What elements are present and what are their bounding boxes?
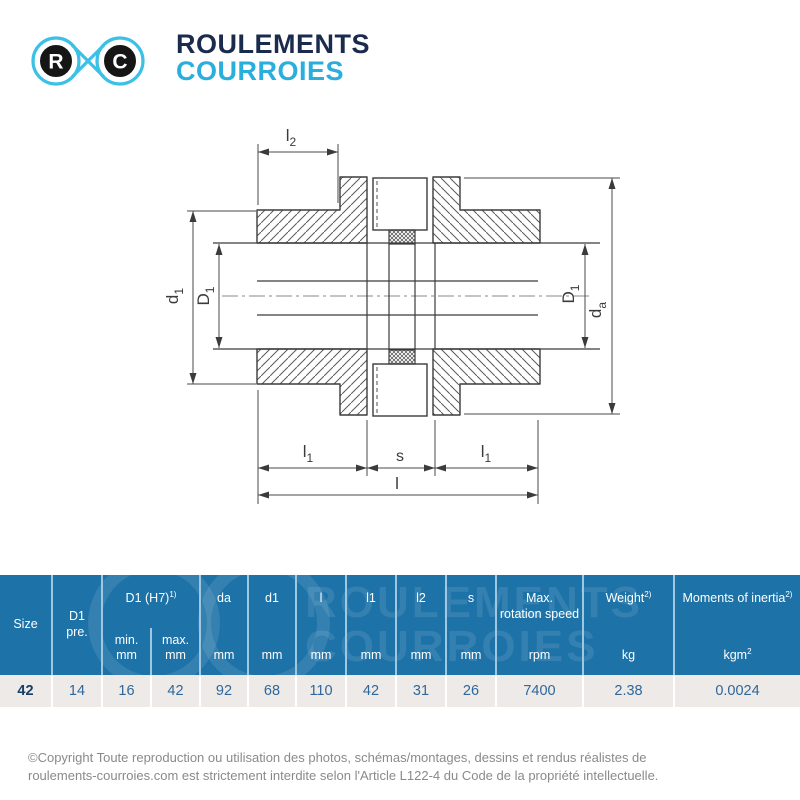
cell-min: 16	[101, 675, 150, 707]
rc-infinity-logo-icon: R C	[31, 36, 145, 86]
copyright-line1: ©Copyright Toute reproduction ou utilisa…	[28, 750, 647, 765]
col-header-d1-h7: D1 (H7)1)	[101, 575, 199, 628]
cell-size: 42	[17, 683, 34, 699]
cell-d1: 68	[247, 675, 295, 707]
logo-wordmark: ROULEMENTS COURROIES	[176, 31, 370, 85]
cell-l: 110	[295, 675, 345, 707]
copyright-line2: roulements-courroies.com est strictement…	[28, 768, 659, 783]
col-header-weight: Weight2) kg	[582, 575, 673, 675]
elastomer-inserts	[388, 229, 416, 365]
dim-label-D1-left: D1	[194, 286, 217, 305]
col-header-moments-of-inertia: Moments of inertia2) kgm2	[673, 575, 800, 675]
cell-rotation-speed: 7400	[495, 675, 582, 707]
cell-max: 42	[150, 675, 199, 707]
cell-moments-of-inertia: 0.0024	[673, 675, 800, 707]
coupling-section-drawing: l2 d1 D1 D1 da l1 s l1 l	[163, 126, 620, 504]
brand-logo: R C ROULEMENTS COURROIES	[22, 24, 370, 92]
dim-label-l1-right: l1	[481, 442, 492, 465]
col-header-max-rotation-speed: Max.rotation speed rpm	[495, 575, 582, 675]
spec-table-data-row: 42 14 16 42 92 68 110 42 31 26 7400 2.38…	[0, 675, 800, 707]
cell-s: 26	[445, 675, 495, 707]
logo-word-roulements: ROULEMENTS	[176, 29, 370, 59]
logo-word-courroies: COURROIES	[176, 56, 345, 86]
dim-label-da: da	[586, 302, 609, 318]
cell-l1: 42	[345, 675, 395, 707]
dim-label-d1: d1	[163, 288, 186, 304]
right-hub-section	[432, 176, 541, 416]
col-header-max: max.mm	[150, 628, 199, 675]
dim-label-l1-left: l1	[303, 442, 314, 465]
dimension-lines	[187, 144, 620, 504]
col-header-min: min.mm	[101, 628, 150, 675]
cell-l2: 31	[395, 675, 445, 707]
cell-da: 92	[199, 675, 247, 707]
copyright-notice: ©Copyright Toute reproduction ou utilisa…	[28, 749, 772, 785]
dim-label-l: l	[395, 474, 399, 493]
coupling-jaws	[372, 177, 428, 417]
dimension-arrows	[189, 148, 616, 499]
cell-d1-pre: 14	[51, 675, 101, 707]
bore-and-sleeve-lines	[213, 242, 600, 350]
logo-letter-c: C	[112, 51, 127, 74]
dim-label-s: s	[396, 448, 404, 465]
dim-label-D1-right: D1	[559, 284, 582, 303]
cell-weight: 2.38	[582, 675, 673, 707]
col-header-size: Size	[13, 617, 38, 632]
dim-label-l2: l2	[286, 126, 297, 149]
logo-letter-r: R	[48, 51, 63, 74]
